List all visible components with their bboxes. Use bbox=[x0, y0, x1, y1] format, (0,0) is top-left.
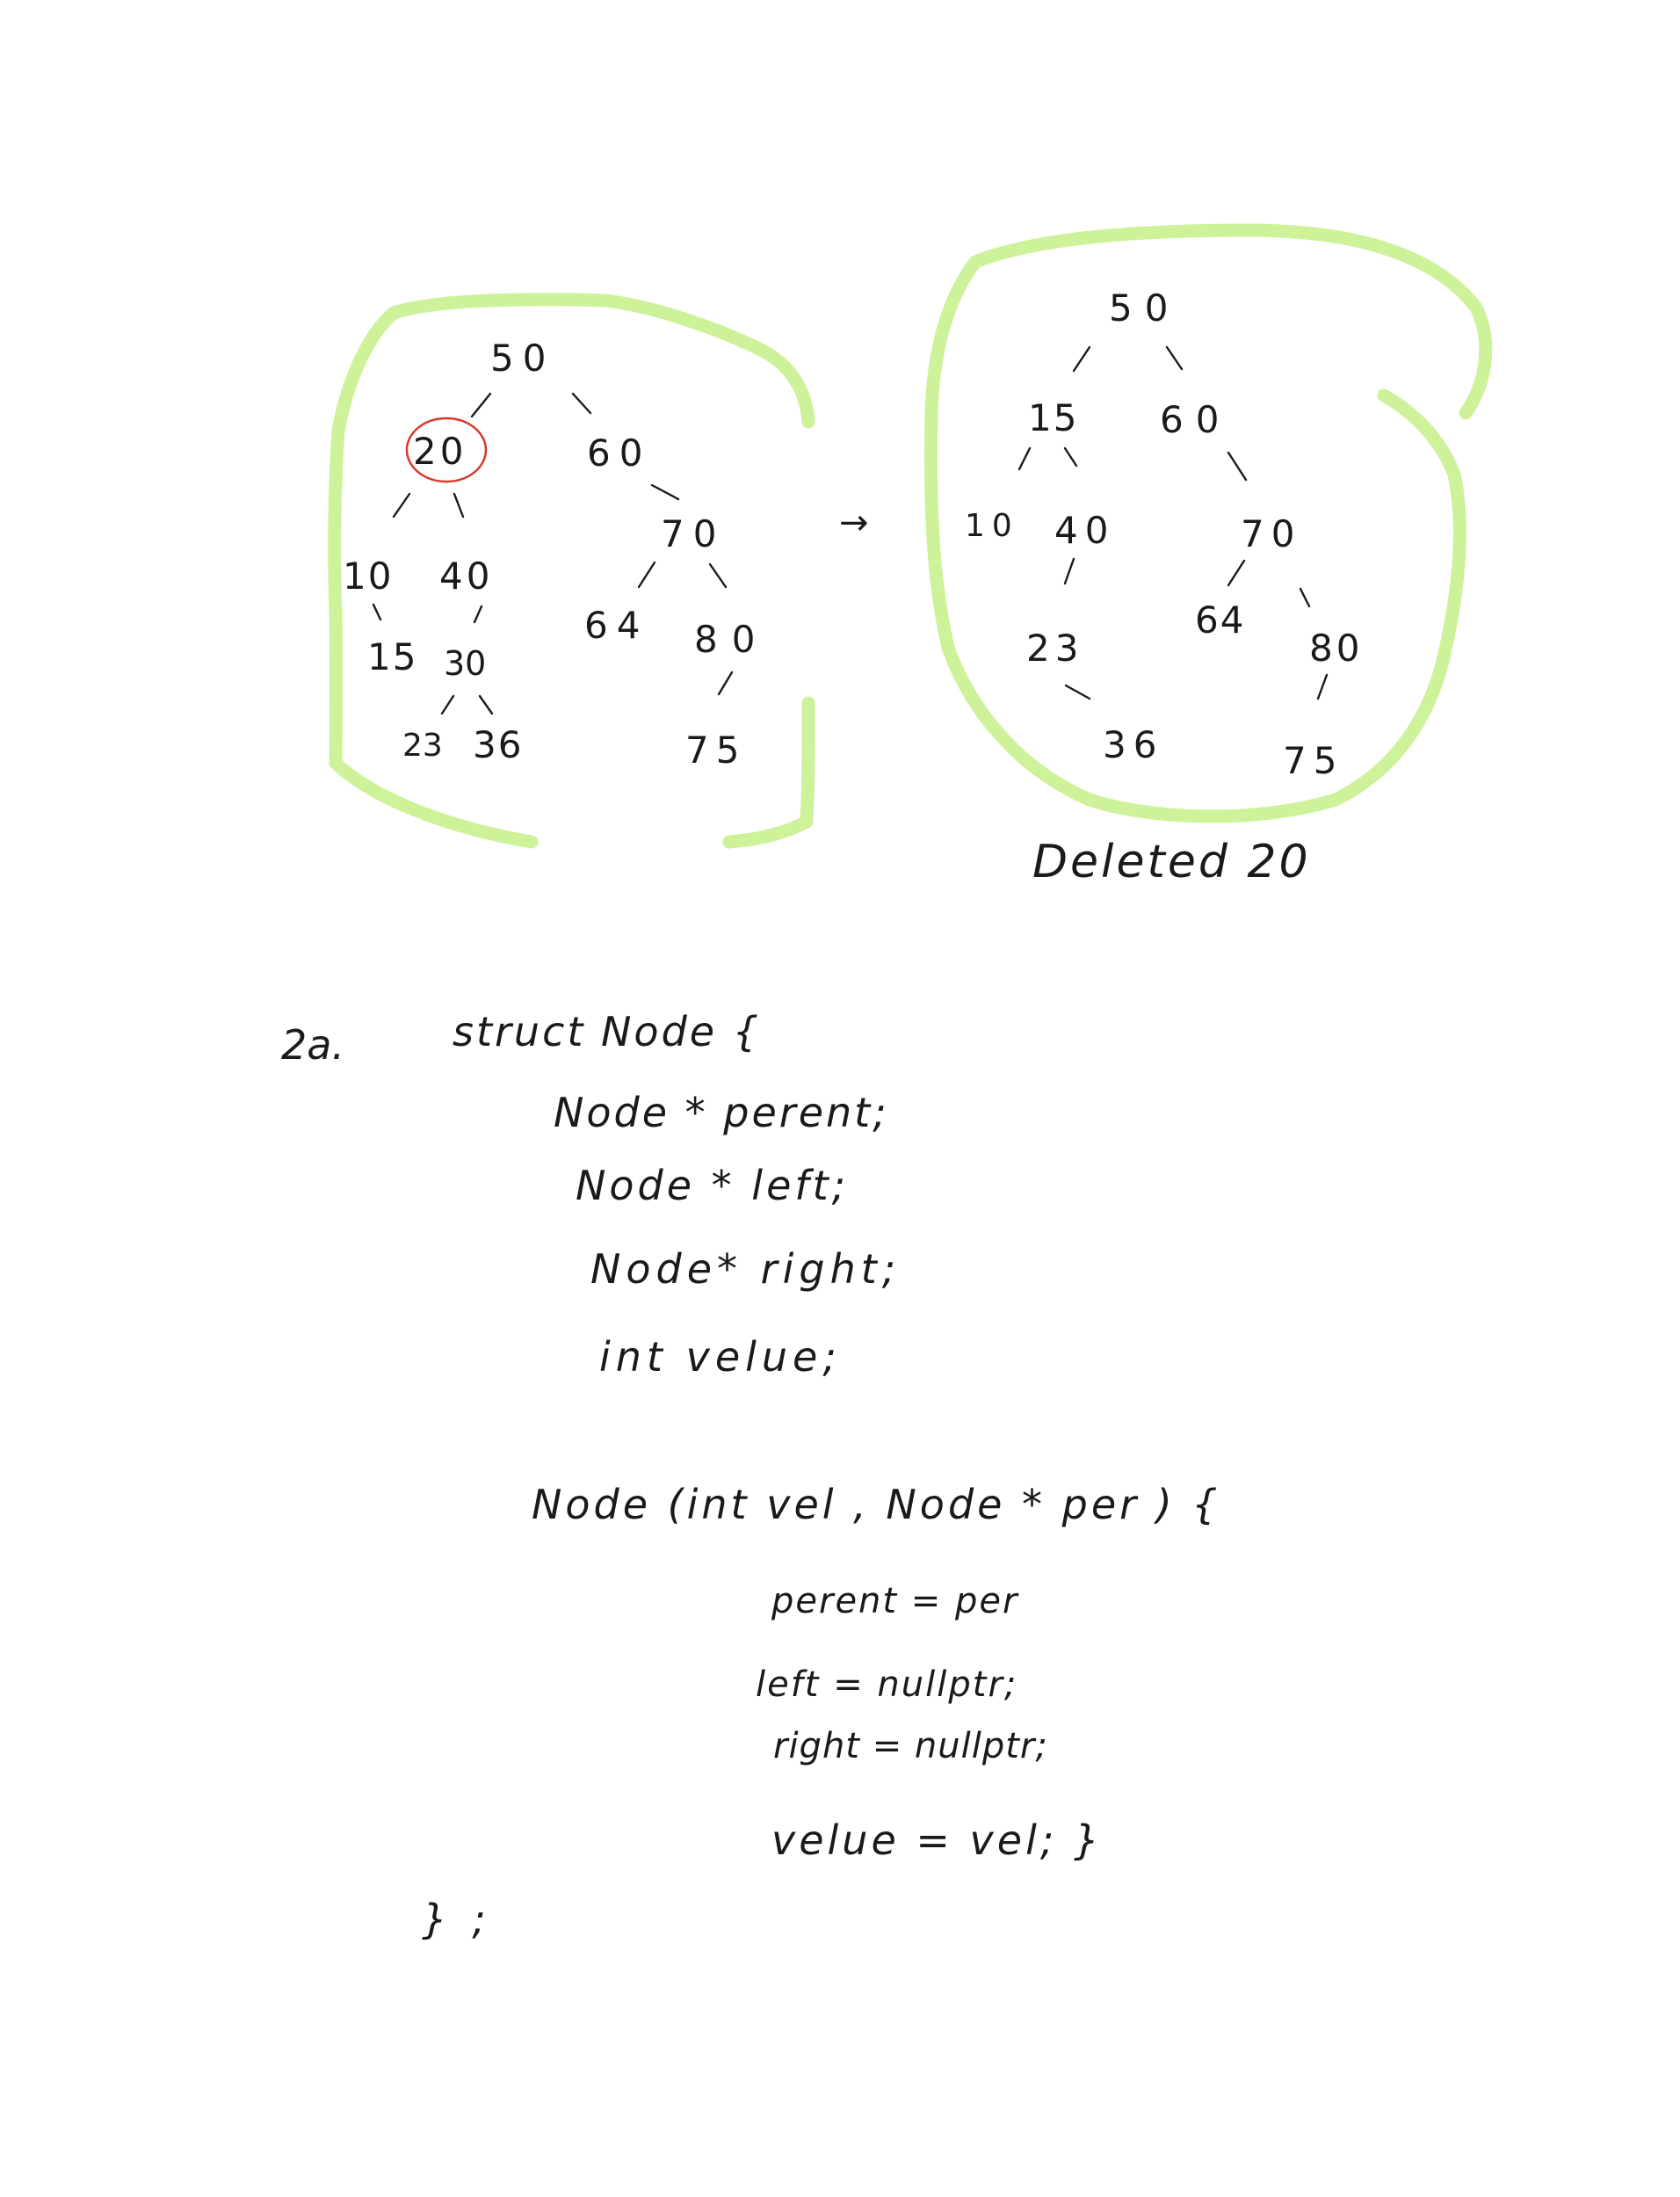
tree-node: 50 bbox=[490, 337, 554, 380]
code-line: Node * left; bbox=[576, 1162, 849, 1209]
tree-node: 15 bbox=[367, 635, 417, 678]
code-line: right = nullptr; bbox=[773, 1726, 1048, 1766]
code-line: Node (int vel , Node * per ) { bbox=[532, 1481, 1221, 1528]
tree-node: 80 bbox=[1309, 627, 1363, 670]
tree-node: 50 bbox=[1109, 286, 1180, 330]
left-tree: 50 20 60 10 40 70 15 30 64 80 23 36 75 bbox=[343, 337, 769, 772]
right-tree-edges bbox=[1017, 345, 1329, 700]
tree-node: 30 bbox=[444, 644, 486, 683]
arrow-icon: → bbox=[839, 503, 869, 543]
tree-node: 75 bbox=[685, 729, 746, 772]
tree-node: 70 bbox=[661, 512, 725, 555]
tree-node: 40 bbox=[1054, 509, 1115, 552]
tree-node: 10 bbox=[343, 555, 393, 598]
code-line: Node* right; bbox=[590, 1245, 901, 1293]
tree-node: 60 bbox=[1160, 398, 1231, 441]
code-section: 2a. struct Node { Node * perent; Node * … bbox=[281, 1008, 1221, 1943]
code-line: int velue; bbox=[599, 1333, 842, 1381]
tree-node: 60 bbox=[587, 431, 651, 475]
tree-node: 64 bbox=[1195, 598, 1245, 642]
tree-node: 40 bbox=[439, 555, 493, 598]
right-tree-green-outline bbox=[923, 223, 1493, 823]
deleted-caption: Deleted 20 bbox=[1032, 836, 1311, 888]
code-line: struct Node { bbox=[453, 1008, 761, 1055]
tree-node: 64 bbox=[584, 604, 648, 647]
code-line: left = nullptr; bbox=[756, 1664, 1017, 1705]
tree-node: 75 bbox=[1283, 739, 1343, 782]
code-line: }; bbox=[422, 1896, 511, 1943]
left-tree-edges bbox=[372, 392, 734, 715]
tree-node: 80 bbox=[694, 618, 769, 661]
code-line: perent = per bbox=[771, 1581, 1019, 1621]
tree-node: 20 bbox=[413, 430, 467, 473]
tree-node: 23 bbox=[402, 728, 443, 764]
tree-node: 36 bbox=[1103, 723, 1163, 766]
code-line: velue = vel; } bbox=[771, 1816, 1103, 1864]
left-tree-green-outline bbox=[328, 293, 815, 849]
tree-node: 15 bbox=[1028, 396, 1078, 439]
code-line: Node * perent; bbox=[554, 1089, 889, 1136]
right-tree: 50 15 60 10 40 70 23 64 80 36 75 bbox=[965, 286, 1363, 782]
tree-node: 10 bbox=[965, 508, 1019, 544]
tree-node: 36 bbox=[473, 723, 523, 766]
tree-node: 70 bbox=[1241, 512, 1301, 555]
deleted-node-red-circle bbox=[405, 417, 488, 483]
tree-node: 23 bbox=[1026, 627, 1083, 670]
question-label: 2a. bbox=[281, 1021, 344, 1069]
